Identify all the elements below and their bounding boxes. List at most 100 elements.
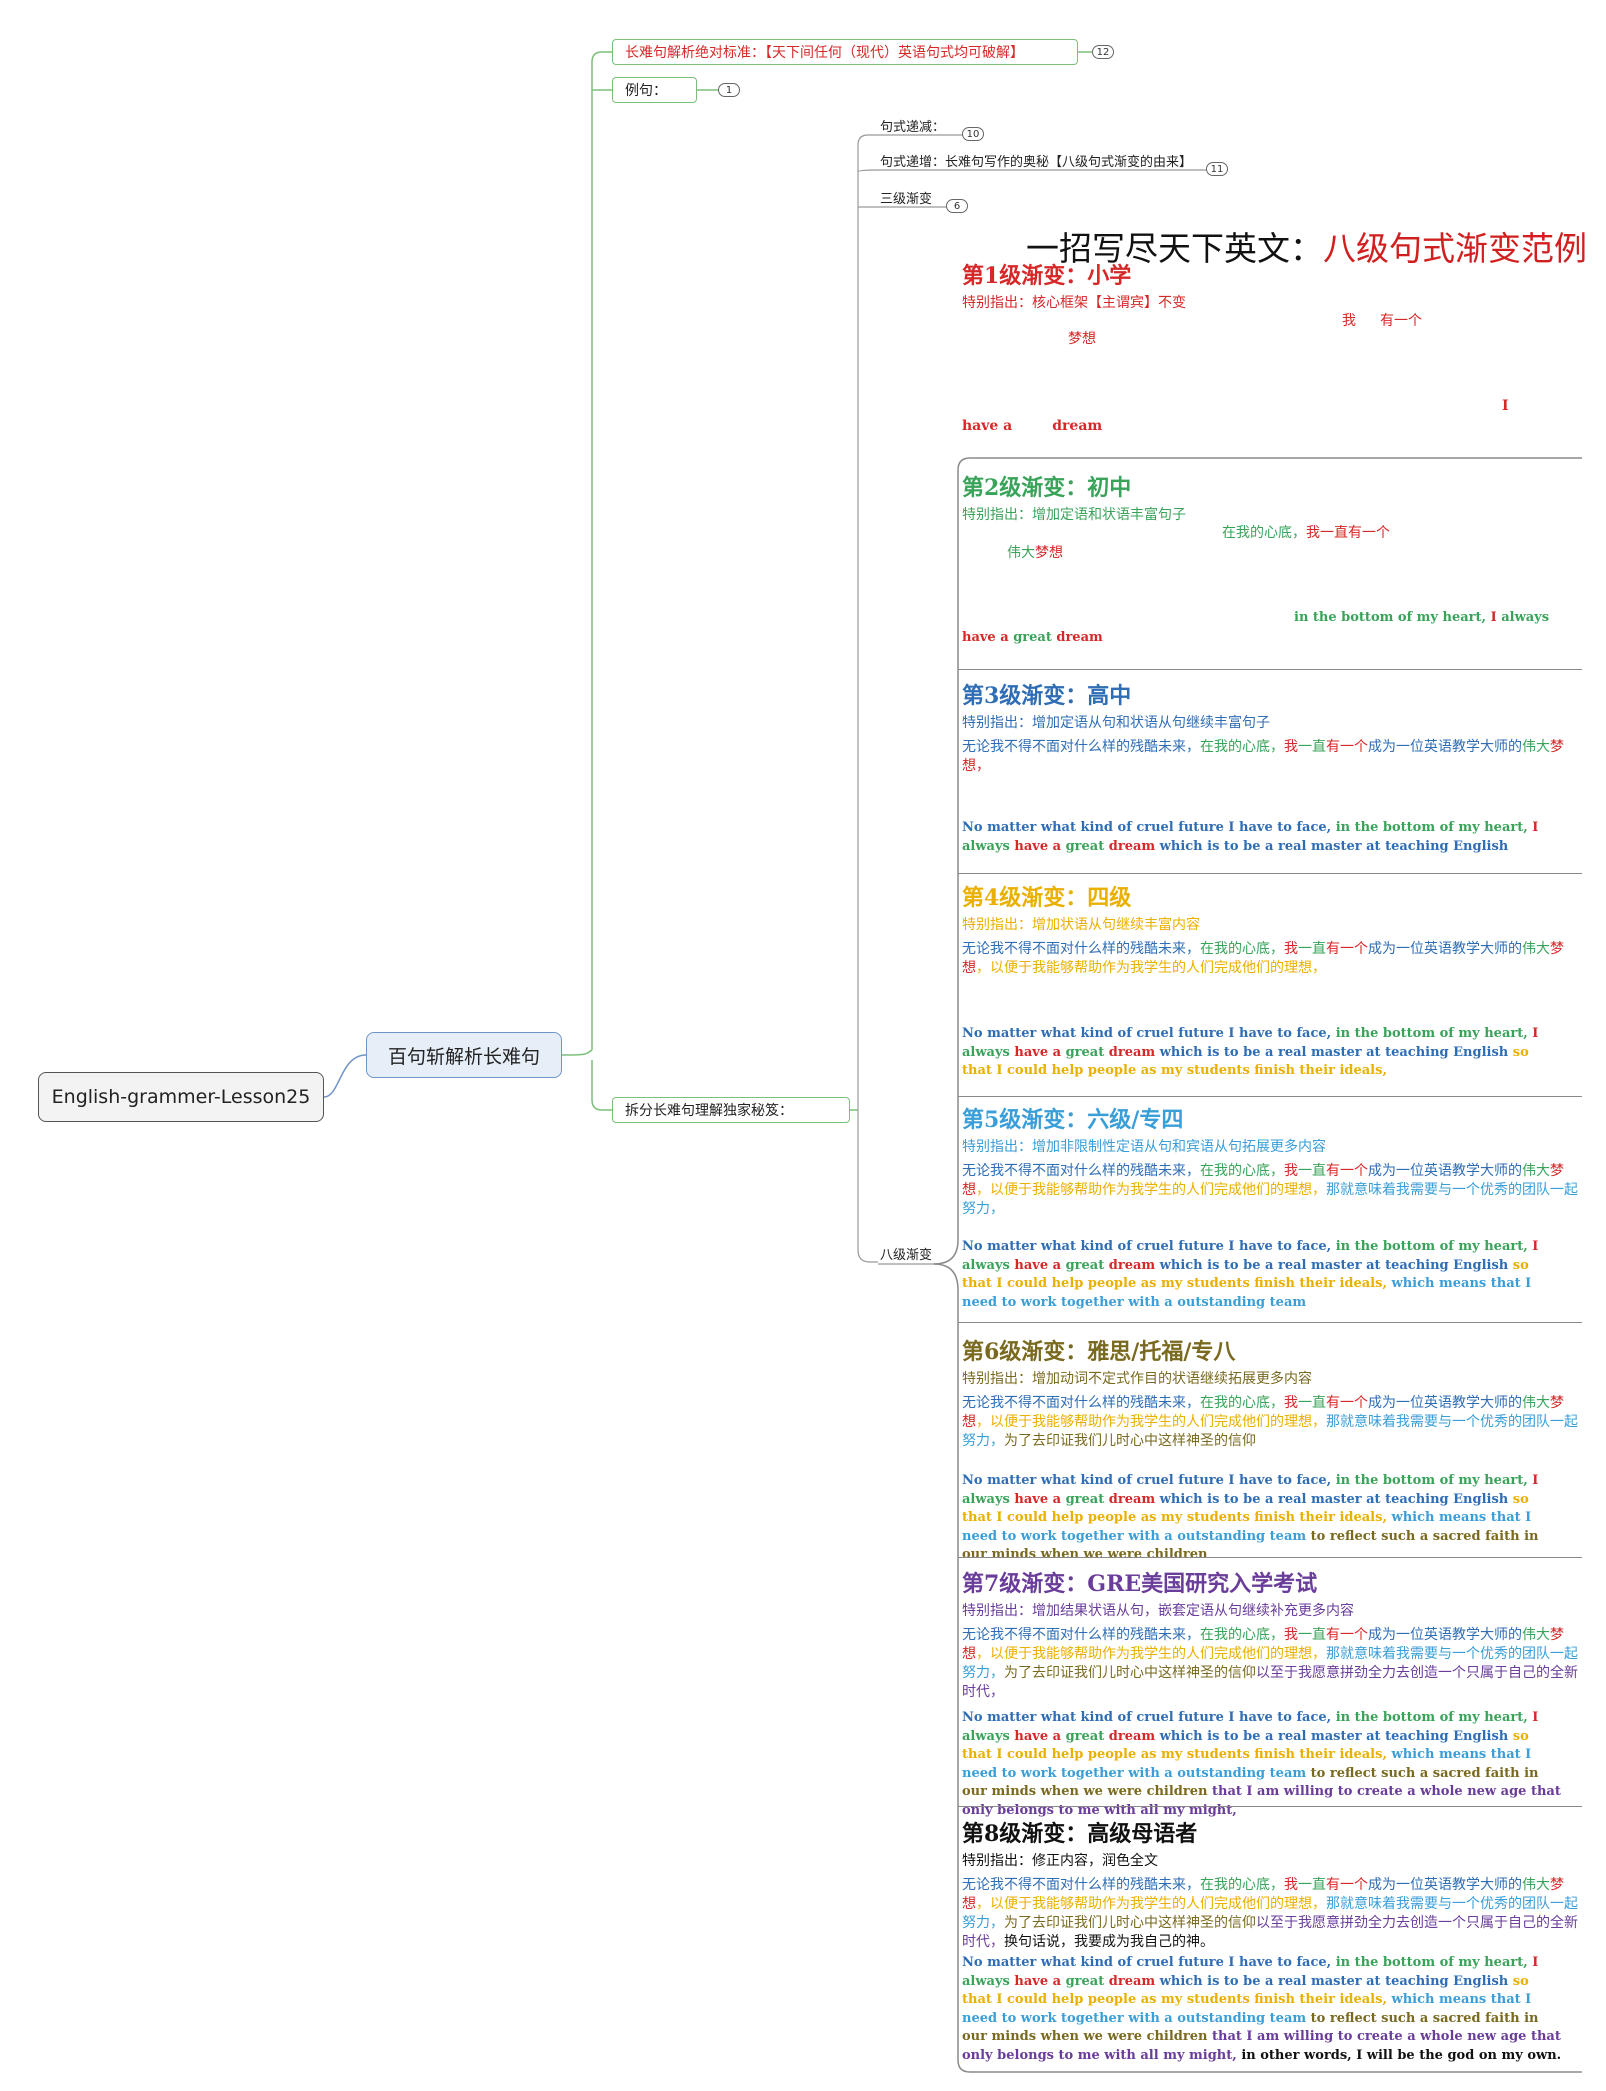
branch-example[interactable]: 例句： <box>612 77 697 103</box>
collapse-badge-example[interactable]: 1 <box>718 83 740 97</box>
en-seg: dream <box>1108 1044 1156 1060</box>
en-seg: dream <box>1108 1973 1156 1989</box>
poster-title-highlight: 八级句式渐变范例 <box>1323 229 1587 268</box>
cn-seg: 无论我不得不面对什么样的残酷未来， <box>962 1163 1200 1179</box>
cn-seg: 伟大 <box>1007 545 1035 561</box>
en-seg: great <box>1065 1257 1105 1273</box>
cn-seg: 我 <box>1284 1163 1298 1179</box>
cn-seg: 我 <box>1284 1877 1298 1893</box>
cn-seg: 无论我不得不面对什么样的残酷未来， <box>962 1627 1200 1643</box>
cn-seg: 一直 <box>1298 1163 1326 1179</box>
en-seg: great <box>1065 1973 1105 1989</box>
en-seg: always <box>962 1728 1010 1744</box>
branch-example-label: 例句： <box>625 83 667 99</box>
en-paragraph: No matter what kind of cruel future I ha… <box>962 1238 1562 1312</box>
branch-standard[interactable]: 长难句解析绝对标准：【天下间任何（现代）英语句式均可破解】 <box>612 39 1078 65</box>
cn-seg: 有一个 <box>1326 1877 1368 1893</box>
cn-seg: 以至于我愿意拼劲全力去创造一个只属于自己的全新时代， <box>962 1665 1578 1700</box>
main-topic-node[interactable]: 百句斩解析长难句 <box>366 1032 562 1078</box>
en-seg: always <box>962 1044 1010 1060</box>
cn-seg: 一直 <box>1298 1877 1326 1893</box>
en-seg: in the bottom of my heart, <box>1335 1473 1528 1488</box>
level-card-3: 第3级渐变：高中 特别指出：增加定语从句和状语从句继续丰富句子 无论我不得不面对… <box>962 678 1582 858</box>
cn-seg: 为了去印证我们儿时心中这样神圣的信仰 <box>1004 1915 1256 1931</box>
level-card-8: 第8级渐变：高级母语者 特别指出：修正内容，润色全文 无论我不得不面对什么样的残… <box>962 1816 1582 2071</box>
cn-seg: 换句话说，我要成为我自己的神。 <box>1004 1934 1214 1950</box>
en-seg: always <box>962 1257 1010 1273</box>
cn-seg: 那就意味着我需要与一个优秀的团队一起努力， <box>962 1182 1578 1217</box>
en-seg: dream <box>1108 1491 1156 1507</box>
branch-secret-label: 拆分长难句理解独家秘笈： <box>625 1103 793 1119</box>
cn-seg: 在我的心底， <box>1222 525 1306 541</box>
collapse-badge-three-level[interactable]: 6 <box>946 199 968 213</box>
cn-seg: 成为一位英语教学大师的 <box>1368 1163 1522 1179</box>
cn-paragraph: 无论我不得不面对什么样的残酷未来，在我的心底，我一直有一个成为一位英语教学大师的… <box>962 1162 1582 1219</box>
cn-seg: 为了去印证我们儿时心中这样神圣的信仰 <box>1004 1665 1256 1681</box>
cn-seg: 我 <box>1284 1627 1298 1643</box>
collapse-badge-standard[interactable]: 12 <box>1092 45 1114 59</box>
sub-increase[interactable]: 句式递增：长难句写作的奥秘【八级句式渐变的由来】 <box>880 151 1192 170</box>
cn-seg: 我 <box>1342 313 1356 329</box>
cn-seg: 梦想 <box>962 1395 1564 1430</box>
cn-paragraph: 无论我不得不面对什么样的残酷未来，在我的心底，我一直有一个成为一位英语教学大师的… <box>962 1626 1582 1702</box>
cn-seg: 有一个 <box>1326 1163 1368 1179</box>
en-seg: have a <box>962 630 1009 645</box>
en-seg: I <box>1532 1239 1539 1254</box>
en-seg: I <box>1532 1710 1539 1725</box>
cn-seg: 有一个 <box>1326 941 1368 957</box>
branch-secret[interactable]: 拆分长难句理解独家秘笈： <box>612 1097 850 1123</box>
root-node[interactable]: English-grammer-Lesson25 <box>38 1072 324 1122</box>
badge-count: 11 <box>1210 164 1224 175</box>
en-seg: have a <box>1014 1491 1062 1507</box>
cn-seg: 伟大 <box>1522 1395 1550 1411</box>
sub-eight-level[interactable]: 八级渐变 <box>880 1244 932 1263</box>
cn-seg: 有一个 <box>1380 313 1422 329</box>
cn-seg: 伟大 <box>1522 1163 1550 1179</box>
en-seg: which is to be a real master at teaching… <box>1159 1257 1509 1273</box>
level-card-5: 第5级渐变：六级/专四 特别指出：增加非限制性定语从句和宾语从句拓展更多内容 无… <box>962 1102 1582 1312</box>
cn-seg: 在我的心底， <box>1200 739 1284 755</box>
cn-seg: 梦想 <box>962 1877 1564 1912</box>
poster-title-main: 一招写尽天下英文： <box>1026 229 1323 268</box>
cn-line: 伟大梦想 <box>1007 542 1063 562</box>
en-seg: so that I could help people as my studen… <box>962 1257 1529 1292</box>
en-seg: great <box>1065 1728 1105 1744</box>
cn-seg: 伟大 <box>1522 1627 1550 1643</box>
collapse-badge-increase[interactable]: 11 <box>1206 162 1228 176</box>
en-seg: dream <box>1052 418 1103 434</box>
cn-seg: 成为一位英语教学大师的 <box>1368 1395 1522 1411</box>
cn-seg: 梦想 <box>1068 331 1096 347</box>
en-seg: dream <box>1108 1257 1156 1273</box>
cn-seg: 那就意味着我需要与一个优秀的团队一起努力， <box>962 1414 1578 1449</box>
en-seg: I <box>1490 610 1497 625</box>
cn-seg: 伟大 <box>1522 1877 1550 1893</box>
en-seg: to reflect such a sacred faith in our mi… <box>962 2010 1539 2045</box>
cn-seg: 在我的心底， <box>1200 1163 1284 1179</box>
sub-three-level[interactable]: 三级渐变 <box>880 188 932 207</box>
cn-seg: 梦想 <box>1035 545 1063 561</box>
cn-seg: ，以便于我能够帮助作为我学生的人们完成他们的理想， <box>976 1646 1326 1662</box>
cn-paragraph: 无论我不得不面对什么样的残酷未来，在我的心底，我一直有一个成为一位英语教学大师的… <box>962 940 1582 978</box>
cn-seg: 伟大 <box>1522 739 1550 755</box>
en-seg: which means that I need to work together… <box>962 1510 1532 1544</box>
en-seg: in the bottom of my heart, <box>1335 1955 1528 1970</box>
en-seg: in other words, I will be the god on my … <box>1241 2047 1562 2063</box>
cn-seg: 有一个 <box>1326 1627 1368 1643</box>
cn-seg: 无论我不得不面对什么样的残酷未来， <box>962 1395 1200 1411</box>
divider <box>958 1096 1582 1097</box>
sub-decrease[interactable]: 句式递减： <box>880 116 945 135</box>
cn-seg: 无论我不得不面对什么样的残酷未来， <box>962 941 1200 957</box>
en-seg: in the bottom of my heart, <box>1335 1710 1528 1725</box>
en-seg: that I am willing to create a whole new … <box>962 2029 1561 2063</box>
collapse-badge-decrease[interactable]: 10 <box>962 127 984 141</box>
level-note: 特别指出：增加定语和状语丰富句子 <box>962 507 1186 523</box>
en-line: in the bottom of my heart, I always <box>1294 610 1549 625</box>
level-card-2: 第2级渐变：初中 特别指出：增加定语和状语丰富句子 在我的心底，我一直有一个 伟… <box>962 470 1582 650</box>
en-seg: which is to be a real master at teaching… <box>1159 1044 1509 1060</box>
level-title: 第3级渐变：高中 <box>962 683 1132 709</box>
sub-decrease-label: 句式递减： <box>880 120 946 135</box>
cn-seg: 在我的心底， <box>1200 1627 1284 1643</box>
en-seg: always <box>1501 610 1550 625</box>
level-card-6: 第6级渐变：雅思/托福/专八 特别指出：增加动词不定式作目的状语继续拓展更多内容… <box>962 1334 1582 1562</box>
